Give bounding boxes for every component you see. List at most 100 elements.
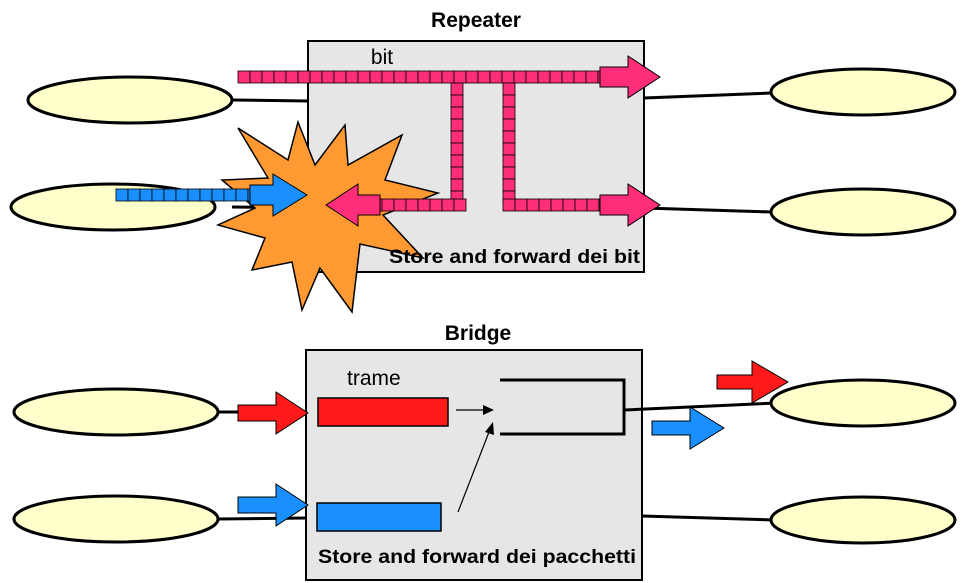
- bit-square: [450, 142, 464, 156]
- forward-arrow-blue: [457, 431, 490, 513]
- incoming-arrowhead: [249, 173, 308, 217]
- bit-square: [261, 70, 275, 84]
- bit-square: [450, 106, 464, 120]
- bit-square: [501, 70, 515, 84]
- bit-square: [513, 70, 527, 84]
- bit-square: [514, 198, 528, 212]
- incoming-bit-square: [115, 188, 129, 202]
- bit-square: [357, 70, 371, 84]
- repeater-caption: Store and forward dei bit: [389, 247, 641, 268]
- bit-square: [321, 70, 335, 84]
- frame-red: [317, 397, 449, 427]
- forward-arrowhead-blue: [485, 422, 494, 435]
- bit-square: [249, 70, 263, 84]
- bit-arrowhead-right-bottom: [599, 183, 661, 227]
- repeater-link-right-bottom: [643, 206, 773, 214]
- bit-square: [502, 118, 516, 132]
- bit-square: [477, 70, 491, 84]
- outgoing-arrow-red: [716, 360, 789, 404]
- incoming-bit-square: [139, 188, 153, 202]
- bridge-host-right-top: [769, 378, 957, 428]
- repeater-link-right-top: [643, 91, 773, 100]
- bit-square: [381, 198, 395, 212]
- bit-square: [441, 198, 455, 212]
- repeater-section: Repeater bit Store and forward dei bit: [9, 9, 957, 314]
- incoming-bit-square: [199, 188, 213, 202]
- bridge-section: Bridge trame Store and forward dei pacch…: [12, 322, 957, 581]
- bit-square: [585, 70, 599, 84]
- forward-arrowhead-red: [483, 405, 494, 415]
- bit-square: [345, 70, 359, 84]
- bit-square: [526, 198, 540, 212]
- repeater-title: Repeater: [431, 9, 521, 32]
- bit-square: [465, 70, 479, 84]
- repeater-host-left-top: [26, 75, 234, 125]
- bit-square: [297, 70, 311, 84]
- bit-square: [333, 70, 347, 84]
- bit-square: [549, 70, 563, 84]
- bit-square: [381, 70, 395, 84]
- bit-square: [489, 70, 503, 84]
- incoming-bit-square: [187, 188, 201, 202]
- bit-square: [562, 198, 576, 212]
- bit-square: [393, 70, 407, 84]
- bit-square: [453, 70, 467, 84]
- bridge-caption: Store and forward dei pacchetti: [318, 547, 636, 568]
- bit-square: [502, 166, 516, 180]
- bit-square: [502, 198, 516, 212]
- bit-square: [537, 70, 551, 84]
- bit-square: [450, 130, 464, 144]
- bit-square: [561, 70, 575, 84]
- bit-square: [525, 70, 539, 84]
- bit-square: [502, 130, 516, 144]
- repeater-host-right-top: [769, 67, 957, 117]
- bit-arrowhead-right-top: [599, 55, 661, 99]
- bit-square: [573, 70, 587, 84]
- bit-square: [273, 70, 287, 84]
- repeater-host-right-bottom: [769, 187, 957, 237]
- incoming-bit-square: [223, 188, 237, 202]
- incoming-bit-square: [175, 188, 189, 202]
- bit-square: [441, 70, 455, 84]
- bit-square: [502, 82, 516, 96]
- incoming-bit-square: [127, 188, 141, 202]
- bridge-host-right-bottom: [769, 495, 957, 545]
- bit-square: [417, 70, 431, 84]
- bridge-link-left-bottom: [217, 516, 307, 521]
- bit-square: [538, 198, 552, 212]
- bit-square: [502, 178, 516, 192]
- bit-square: [453, 198, 467, 212]
- bit-square: [502, 154, 516, 168]
- bit-square: [405, 70, 419, 84]
- collision-burst-icon: [215, 119, 441, 314]
- bit-square: [417, 198, 431, 212]
- bit-square: [309, 70, 323, 84]
- bit-square: [450, 118, 464, 132]
- bit-square: [502, 106, 516, 120]
- bit-square: [369, 70, 383, 84]
- bit-square: [550, 198, 564, 212]
- bit-label: bit: [371, 46, 393, 69]
- bit-arrowhead-left: [325, 183, 381, 227]
- outgoing-arrow-blue: [651, 406, 725, 450]
- bridge-link-right-top: [624, 401, 777, 412]
- bit-square: [450, 166, 464, 180]
- incoming-arrow-blue: [237, 483, 309, 527]
- bit-square: [450, 94, 464, 108]
- bit-square: [429, 198, 443, 212]
- bit-square: [450, 178, 464, 192]
- incoming-bit-square: [163, 188, 177, 202]
- frame-label: trame: [347, 367, 401, 390]
- bit-square: [450, 82, 464, 96]
- incoming-bit-square: [211, 188, 225, 202]
- bridge-box: [305, 349, 643, 581]
- incoming-arrow-red: [237, 391, 309, 435]
- bit-square: [393, 198, 407, 212]
- bit-square: [502, 142, 516, 156]
- bit-square: [429, 70, 443, 84]
- bit-square: [285, 70, 299, 84]
- bridge-host-left-top: [12, 387, 220, 437]
- bridge-link-right-bottom: [641, 514, 777, 522]
- bit-square: [405, 198, 419, 212]
